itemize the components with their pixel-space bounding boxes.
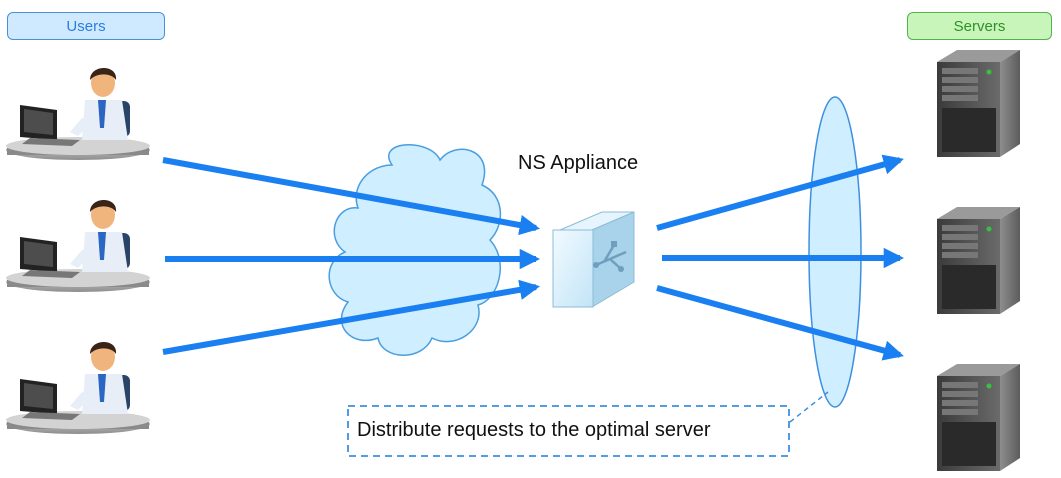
arrow-user1-to-appliance bbox=[162, 157, 541, 236]
user-at-laptop-icon bbox=[6, 200, 150, 292]
server-group-ellipse bbox=[808, 96, 862, 408]
server-tower-icon bbox=[937, 50, 1020, 157]
user-at-laptop-icon bbox=[6, 68, 150, 160]
servers-group-label: Servers bbox=[907, 12, 1052, 40]
arrow-user3-to-appliance bbox=[162, 279, 541, 355]
arrow-appliance-to-server1 bbox=[656, 154, 904, 231]
user-at-laptop-icon bbox=[6, 342, 150, 434]
callout-text: Distribute requests to the optimal serve… bbox=[357, 419, 711, 441]
users-group-label: Users bbox=[7, 12, 165, 40]
arrow-appliance-to-server3 bbox=[656, 285, 904, 361]
user-3 bbox=[6, 342, 150, 434]
server-1 bbox=[937, 50, 1020, 157]
appliance-label: NS Appliance bbox=[518, 152, 639, 174]
server-3 bbox=[937, 364, 1020, 471]
server-tower-icon bbox=[937, 364, 1020, 471]
callout-box bbox=[347, 405, 790, 457]
user-2 bbox=[6, 200, 150, 292]
server-tower-icon bbox=[937, 207, 1020, 314]
callout-connector bbox=[789, 391, 829, 423]
network-cloud-icon bbox=[328, 144, 502, 356]
user-1 bbox=[6, 68, 150, 160]
server-2 bbox=[937, 207, 1020, 314]
ns-appliance-icon bbox=[552, 211, 635, 308]
